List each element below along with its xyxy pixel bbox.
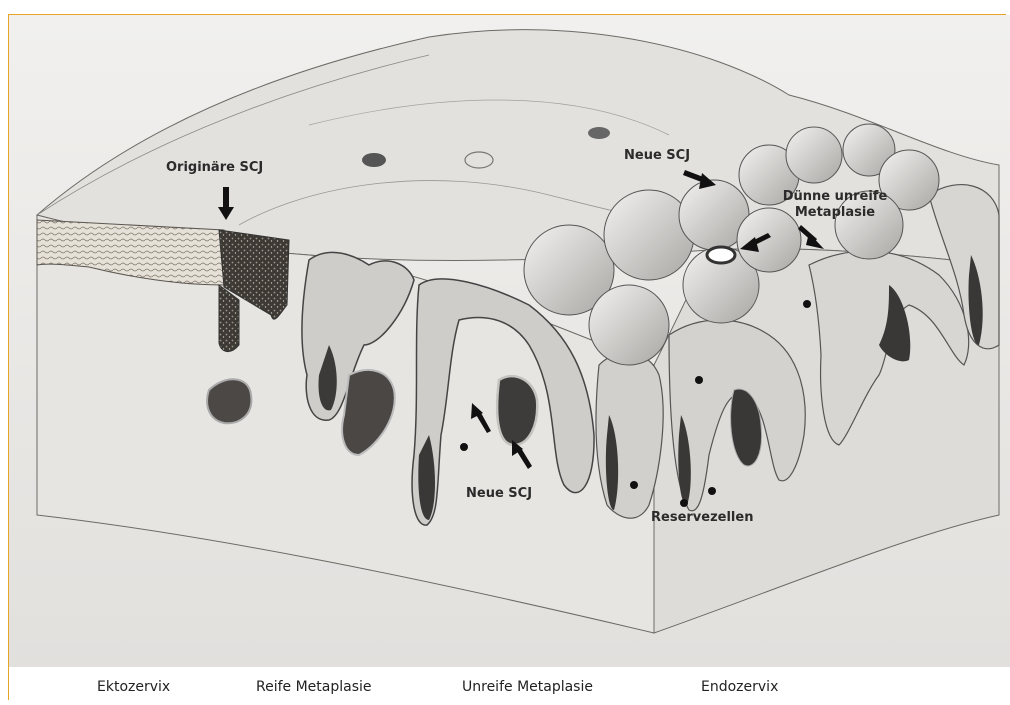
label-thin-immature-line1: Dünne unreife (770, 189, 900, 205)
caption-row: Ektozervix Reife Metaplasie Unreife Meta… (9, 667, 1010, 705)
reserve-cell-dot (460, 443, 468, 451)
crypt-cross-section (207, 379, 251, 423)
reserve-cell-dot (708, 487, 716, 495)
gland-opening (362, 153, 386, 167)
reserve-cell-dot (695, 376, 703, 384)
label-thin-immature-line2: Metaplasie (770, 205, 900, 221)
caption-endozervix: Endozervix (701, 679, 778, 695)
caption-ektozervix: Ektozervix (97, 679, 170, 695)
label-original-scj: Originäre SCJ (166, 160, 263, 175)
crypt-cross-section (497, 376, 537, 445)
label-new-scj-top: Neue SCJ (624, 148, 690, 163)
villus (589, 285, 669, 365)
crypt-endocervical (596, 353, 663, 519)
reserve-cell-dot (803, 300, 811, 308)
tissue-drawing (9, 15, 1010, 667)
caption-reife-metaplasie: Reife Metaplasie (256, 679, 372, 695)
gland-opening (588, 127, 610, 139)
caption-unreife-metaplasie: Unreife Metaplasie (462, 679, 593, 695)
reserve-cell-dot (680, 499, 688, 507)
label-thin-immature-metaplasia: Dünne unreife Metaplasie (770, 189, 900, 221)
gland-opening (707, 247, 735, 263)
reserve-cell-dot (630, 481, 638, 489)
label-new-scj-bottom: Neue SCJ (466, 486, 532, 501)
label-reserve-cells: Reservezellen (651, 510, 753, 525)
villus (786, 127, 842, 183)
